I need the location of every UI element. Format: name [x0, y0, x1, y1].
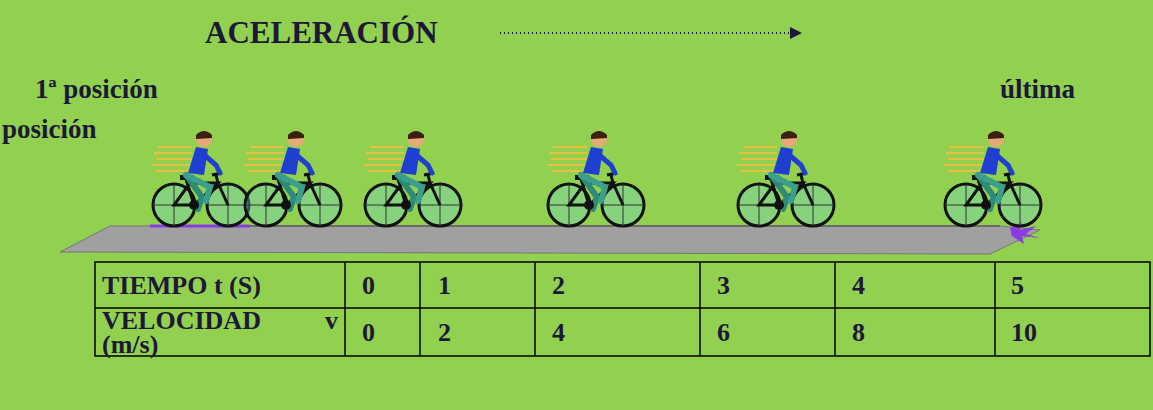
- position-label: posición: [2, 116, 97, 143]
- table-cell: 2: [438, 320, 451, 346]
- position-label: 1ª posición: [35, 76, 158, 103]
- position-label: última: [1000, 76, 1075, 103]
- table-cell: 1: [438, 273, 451, 299]
- table-cell: 6: [717, 320, 730, 346]
- table-header: VELOCIDAD v (m/s): [102, 309, 338, 357]
- table-cell: 3: [717, 273, 730, 299]
- table-cell: 8: [852, 320, 865, 346]
- table-cell: 10: [1011, 320, 1037, 346]
- acceleration-arrow: [500, 27, 802, 39]
- diagram-title: ACELERACIÓN: [205, 17, 438, 48]
- data-table: [95, 262, 1150, 356]
- table-cell: 2: [552, 273, 565, 299]
- table-cell: 4: [852, 273, 865, 299]
- table-cell: 0: [362, 273, 375, 299]
- table-cell: 4: [552, 320, 565, 346]
- table-header: TIEMPO t (S): [102, 273, 261, 299]
- table-cell: 5: [1011, 273, 1024, 299]
- table-cell: 0: [362, 320, 375, 346]
